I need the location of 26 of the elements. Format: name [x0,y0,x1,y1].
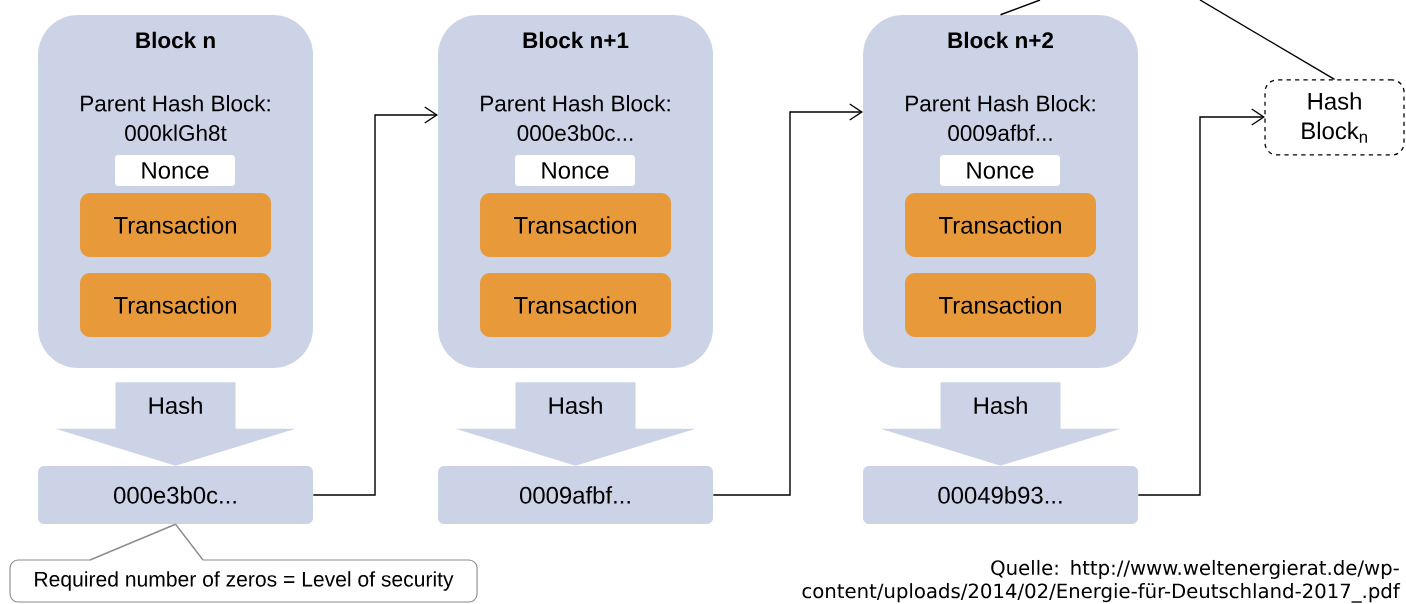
hash-arrow [880,382,1121,466]
hash-value-box: 0009afbf... [438,466,714,524]
hash-arrow [55,382,296,466]
arrow [1137,108,1265,496]
hash-value-box: 000e3b0c... [38,466,314,524]
edge-label: Hash [974,396,1027,415]
arrow [712,103,863,496]
transaction-box: Transaction [80,273,272,337]
transaction-box: Transaction [480,273,672,337]
leader-line [999,0,1041,16]
transaction-box: Transaction [905,193,1096,257]
transaction-box: Transaction [80,193,272,257]
edge-label: Hash [149,396,202,415]
nonce-field: Nonce [940,154,1060,186]
hash-arrow [455,382,696,466]
callout-box: Required number of zeros = Level of security [9,558,478,603]
edge-label: Hash [549,396,602,415]
dashed-box: Hash Block$_{n}$ [1264,79,1405,156]
nonce-field: Nonce [115,154,235,186]
transaction-box: Transaction [480,193,672,257]
transaction-box: Transaction [905,273,1096,337]
nonce-field: Nonce [515,154,635,186]
source-note: Quelle: http://www.weltenergierat.de/wp-content/uploads/2014/02/Energie-für-Deutschland-2017_.pdf [802,559,1401,603]
hash-value-box: 00049b93... [863,466,1138,524]
leader-line [1199,0,1336,81]
arrow [312,106,438,496]
